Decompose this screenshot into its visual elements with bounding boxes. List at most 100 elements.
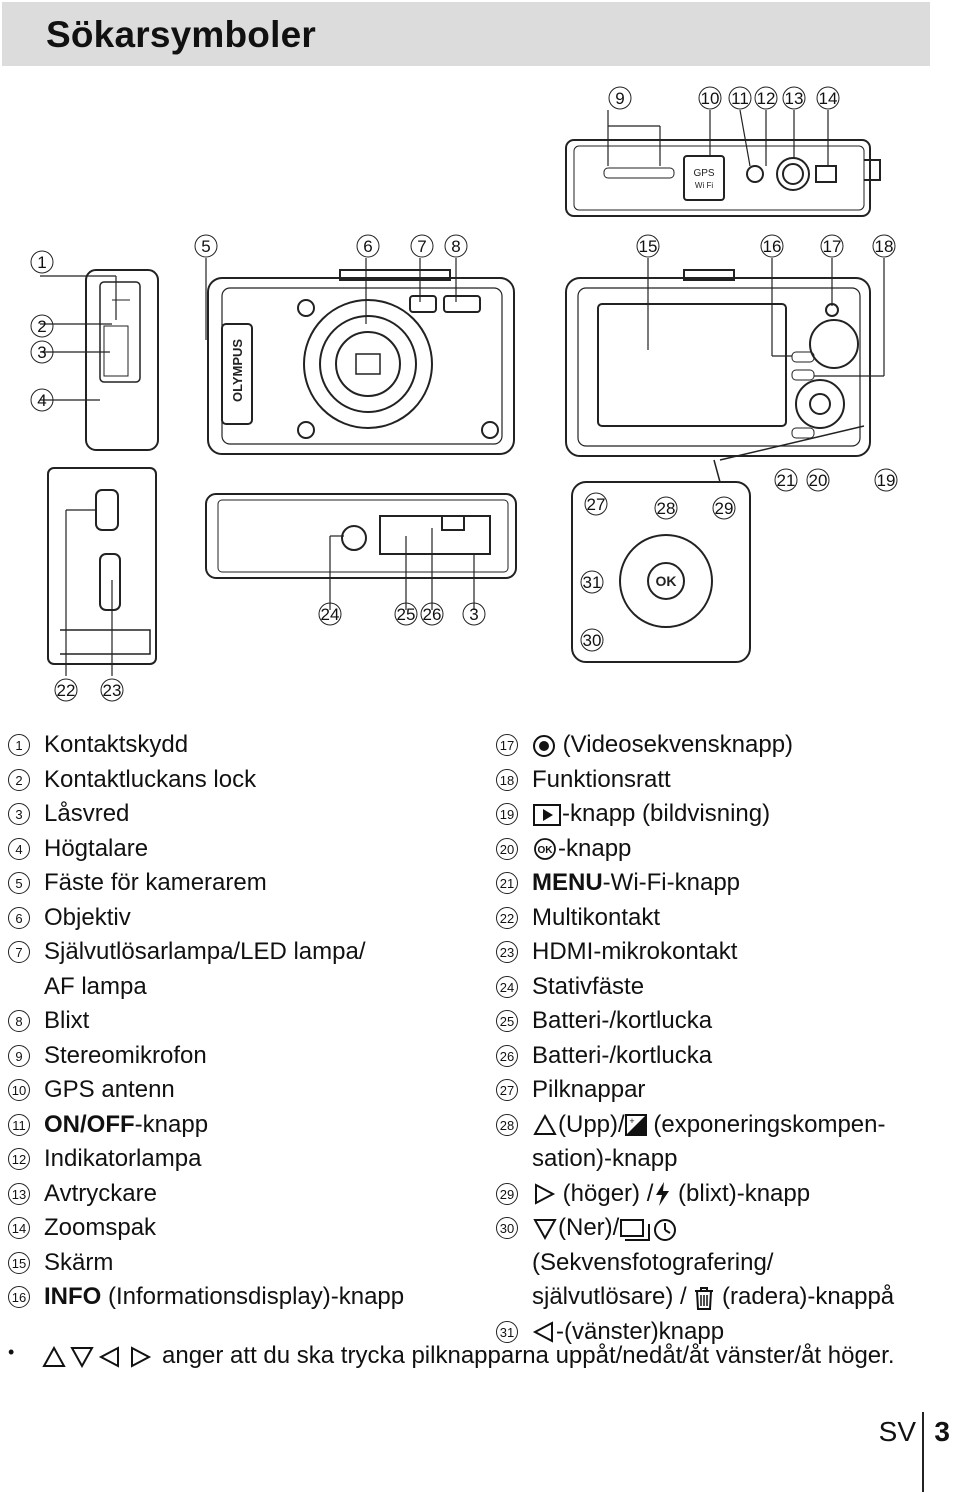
item-number: 7 [8,941,30,963]
item-text: Pilknappar [532,1076,646,1103]
item-text: Batteri-/kortlucka [532,1007,713,1034]
callout: 8 [451,237,460,256]
item-number: 10 [8,1079,30,1101]
callout: 17 [823,237,842,256]
callout: 18 [875,237,894,256]
callout: 4 [37,391,46,410]
callout-numbers: 9 10 11 12 13 14 1 2 3 4 5 6 7 8 15 16 1… [30,86,898,702]
camera-diagram: GPS Wi Fi OLYMPUS [30,86,898,702]
svg-text:OK: OK [538,845,554,856]
list-item: 31 -(vänster)knapp [496,1315,956,1350]
item-text: (höger) / [556,1179,654,1207]
item-text-continued: (Sekvensfotografering/ [532,1248,774,1276]
item-number: 28 [496,1113,518,1136]
item-text: Indikatorlampa [44,1145,202,1172]
camera-side-view [85,269,159,451]
arrow-symbols [42,1345,154,1375]
svg-text:+: + [629,1116,634,1126]
callout: 15 [639,237,658,256]
item-number: 29 [496,1182,518,1205]
camera-top-view [565,139,881,217]
flash-icon [656,1182,670,1207]
callout: 22 [57,681,76,700]
callout: 5 [201,237,210,256]
item-text: (Videosekvensknapp) [556,731,794,758]
item-text: Stativfäste [532,972,645,1000]
page-title: Sökarsymboler [46,14,316,55]
wifi-label: Wi Fi [695,181,713,190]
list-item: 29 (höger) / (blixt)-knapp [496,1177,956,1212]
item-number: 25 [496,1010,518,1032]
gps-label: GPS [693,168,714,179]
callout: 13 [785,89,804,108]
note-text: anger att du ska trycka pilknapparna upp… [162,1342,895,1369]
list-item: 30(Ner)/(Sekvensfotografering/självutlös… [496,1211,956,1315]
item-number: 3 [8,803,30,825]
item-text: Fäste för kamerarem [44,869,267,896]
olympus-logo: OLYMPUS [230,339,245,402]
item-number: 19 [496,803,518,825]
callout: 25 [397,605,416,624]
item-text: (Upp)/ [558,1110,625,1138]
item-text: Självutlösarlampa/LED lampa/ [44,938,366,965]
connector-detail [47,467,157,665]
item-number: 17 [496,734,518,756]
item-number: 24 [496,975,518,998]
item-text: Zoomspak [44,1214,157,1241]
callout: 24 [321,605,340,624]
list-item: 14 Zoomspak [8,1211,468,1246]
item-number: 12 [8,1148,30,1170]
item-text: (exponeringskompen- [646,1110,886,1138]
callout: 27 [587,495,606,514]
item-text: HDMI-mikrokontakt [532,938,738,965]
item-text-continued: AF lampa [44,972,147,1000]
item-text: (blixt)-knapp [671,1179,811,1207]
item-text: GPS antenn [44,1076,175,1103]
callout: 3 [469,605,478,624]
item-text: -(vänster)knapp [556,1317,725,1345]
item-text-continued: självutlösare) / [532,1283,694,1310]
trash-icon [695,1286,714,1310]
callout: 19 [877,471,896,490]
callout: 7 [417,237,426,256]
list-item: 10 GPS antenn [8,1073,468,1108]
list-item: 12 Indikatorlampa [8,1142,468,1177]
item-text: Funktionsratt [532,765,671,793]
bullet: • [8,1342,15,1362]
list-item: 24 Stativfäste [496,970,956,1005]
callout: 1 [37,253,46,272]
down-arrow-icon [70,1347,94,1369]
item-text: -knapp [558,834,632,862]
item-keyword: MENU [532,869,603,896]
camera-back-view [565,269,871,457]
item-text-continued: sation)-knapp [532,1145,678,1172]
item-number: 31 [496,1320,518,1343]
callout: 11 [731,89,749,108]
item-keyword: INFO [44,1283,102,1310]
item-number: 27 [496,1079,518,1101]
callout: 23 [103,681,122,700]
callout: 6 [363,237,372,256]
item-text: Avtryckare [44,1179,157,1207]
list-item: 25 Batteri-/kortlucka [496,1004,956,1039]
item-number: 5 [8,872,30,894]
playback-icon [533,803,561,826]
ok-icon: OK [534,838,556,861]
callout: 28 [657,499,676,518]
item-text: Kontaktskydd [44,731,189,758]
item-number: 14 [8,1217,30,1239]
item-number: 9 [8,1044,30,1067]
footer-divider [922,1412,924,1492]
item-text: Skärm [44,1248,114,1276]
page-number: 3 [934,1416,950,1447]
up-arrow-icon [42,1345,66,1367]
